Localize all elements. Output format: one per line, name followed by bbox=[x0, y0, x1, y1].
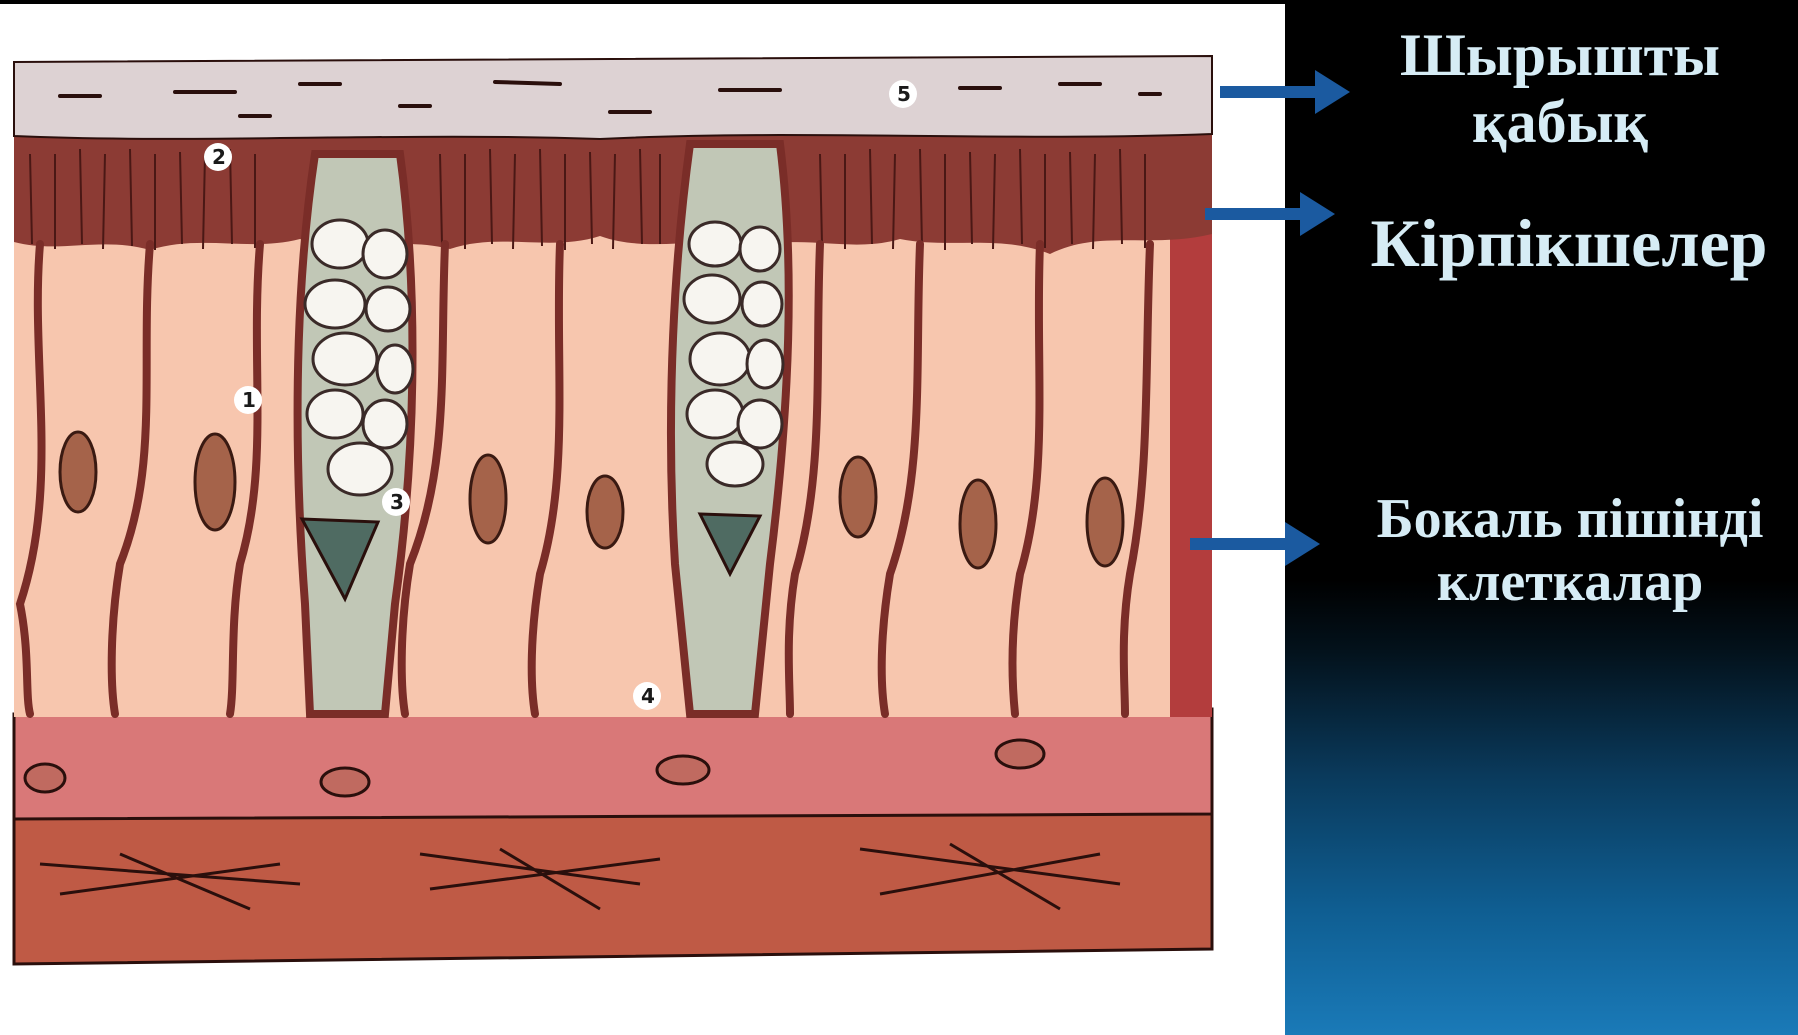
marker-2: 2 bbox=[212, 145, 226, 169]
illustration-panel: 1 2 3 4 5 bbox=[0, 4, 1285, 1035]
marker-4: 4 bbox=[641, 684, 655, 708]
marker-3: 3 bbox=[390, 490, 404, 514]
arrow-goblet bbox=[1190, 514, 1320, 574]
label-mucus-layer: Шырышты қабық bbox=[1350, 22, 1770, 156]
marker-1: 1 bbox=[242, 388, 256, 412]
mucus-layer bbox=[14, 56, 1212, 139]
epithelium-diagram: 1 2 3 4 5 bbox=[0, 4, 1285, 1035]
marker-5: 5 bbox=[897, 82, 911, 106]
arrow-mucus bbox=[1220, 62, 1350, 122]
arrow-cilia bbox=[1205, 184, 1335, 244]
label-goblet-cells: Бокаль пішінді клеткалар bbox=[1370, 488, 1770, 613]
label-cilia: Кірпікшелер bbox=[1340, 205, 1798, 281]
